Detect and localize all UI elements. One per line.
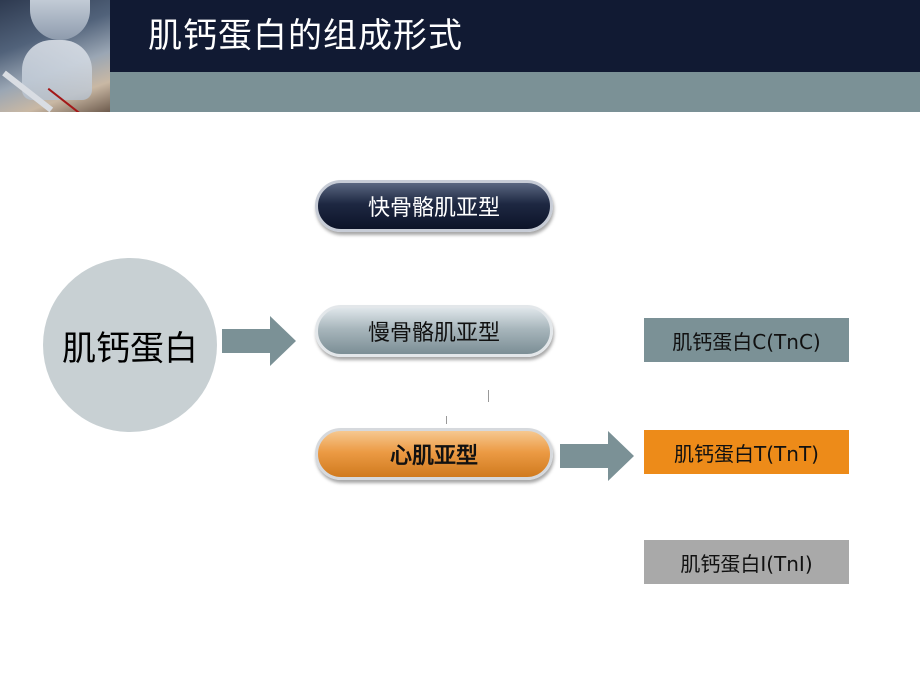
tnt-box: 肌钙蛋白T(TnT) [644,430,849,474]
cardiac-subtype: 心肌亚型 [315,428,553,480]
fast-skeletal-label: 快骨骼肌亚型 [367,196,500,221]
header-photo [0,0,110,112]
slow-skeletal-label: 慢骨骼肌亚型 [367,321,500,346]
tni-label: 肌钙蛋白Ⅰ(TnI) [680,551,813,576]
cardiac-label: 心肌亚型 [389,444,478,469]
troponin-circle: 肌钙蛋白 [43,258,217,432]
tnc-label: 肌钙蛋白C(TnC) [672,329,821,354]
arrow-right-icon [222,316,296,366]
page-title: 肌钙蛋白的组成形式 [148,16,463,56]
divider-tick [446,416,447,424]
header-band [0,0,920,72]
photo-glove-shape [22,40,92,100]
photo-face-shape [30,0,90,40]
troponin-circle-label: 肌钙蛋白 [62,328,198,369]
tni-box: 肌钙蛋白Ⅰ(TnI) [644,540,849,584]
tnc-box: 肌钙蛋白C(TnC) [644,318,849,362]
divider-tick [488,390,489,402]
tnt-label: 肌钙蛋白T(TnT) [674,441,819,466]
fast-skeletal-subtype: 快骨骼肌亚型 [315,180,553,232]
slow-skeletal-subtype: 慢骨骼肌亚型 [315,305,553,357]
arrow-right-icon [560,431,634,481]
header-accent-band [110,72,920,112]
